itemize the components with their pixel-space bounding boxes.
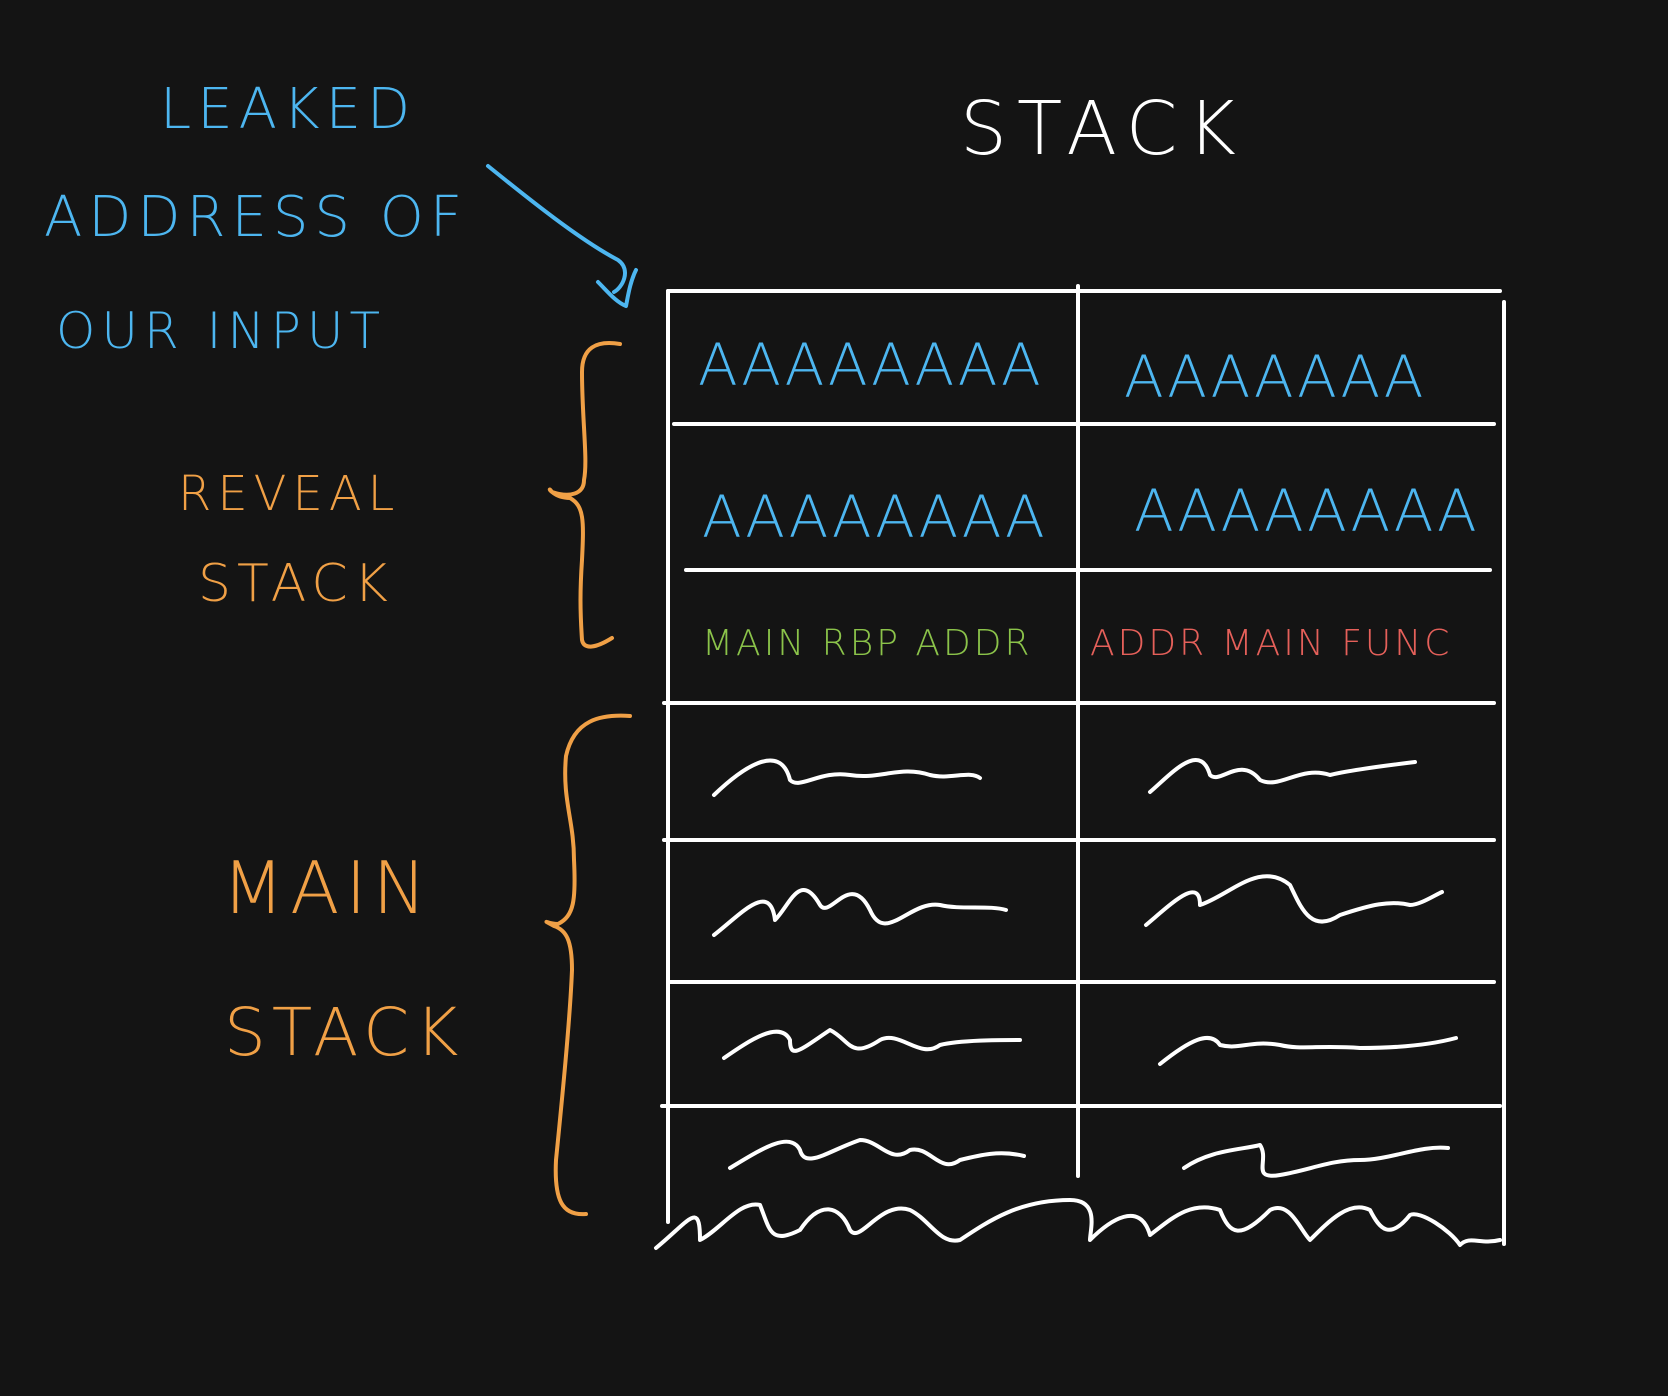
leaked-arrow-head xyxy=(596,268,638,308)
main-stack-brace xyxy=(544,713,632,1217)
scribble-r6c2 xyxy=(1158,1035,1458,1066)
leaked-arrow-shaft xyxy=(486,164,627,294)
scribble-r7c2 xyxy=(1182,1143,1450,1178)
stack-cell-r1-c1: AAAAAAAA xyxy=(698,331,1043,399)
scribble-r5c2 xyxy=(1144,874,1444,927)
reveal-stack-brace xyxy=(547,341,622,649)
scribble-r5c1 xyxy=(712,888,1008,937)
scribble-r4c2 xyxy=(1148,758,1417,794)
stack-cell-r2-c2: AAAAAAAA xyxy=(1134,477,1479,545)
stack-title: STACK xyxy=(960,86,1246,172)
leaked-address-label-line-2: ADDRESS OF xyxy=(44,185,469,250)
leaked-address-label-line-3: OUR INPUT xyxy=(56,302,387,360)
main-rbp-addr-cell: MAIN RBP ADDR xyxy=(702,623,1033,664)
scribble-r7c1 xyxy=(728,1138,1026,1170)
reveal-stack-label-line-2: STACK xyxy=(198,554,394,614)
stack-cell-r1-c2: AAAAAAA xyxy=(1124,343,1426,411)
leaked-address-label-line-1: LEAKED xyxy=(160,77,417,142)
scribble-r6c1 xyxy=(722,1028,1022,1060)
scribble-r4c1 xyxy=(712,758,982,797)
main-func-addr-cell: ADDR MAIN FUNC xyxy=(1090,623,1453,664)
reveal-stack-label-line-1: REVEAL xyxy=(178,466,401,522)
stack-continuation-scribble xyxy=(654,1198,1502,1250)
main-stack-label-line-2: STACK xyxy=(224,994,465,1071)
stack-cell-r2-c1: AAAAAAAA xyxy=(702,483,1047,551)
main-stack-label-line-1: MAIN xyxy=(222,846,433,930)
